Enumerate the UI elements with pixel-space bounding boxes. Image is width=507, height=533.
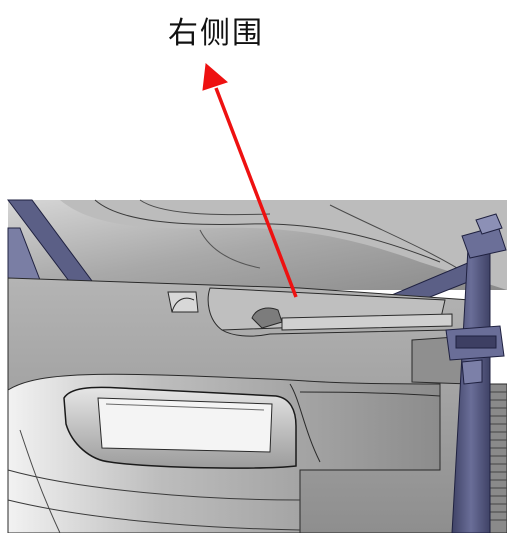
armrest-pocket [7, 373, 441, 533]
seat-belt [445, 213, 507, 533]
annotation-arrow [202, 63, 298, 298]
left-pillar [6, 199, 96, 286]
annotation-label: 右侧围 [168, 16, 264, 51]
upper-scene [8, 199, 507, 290]
